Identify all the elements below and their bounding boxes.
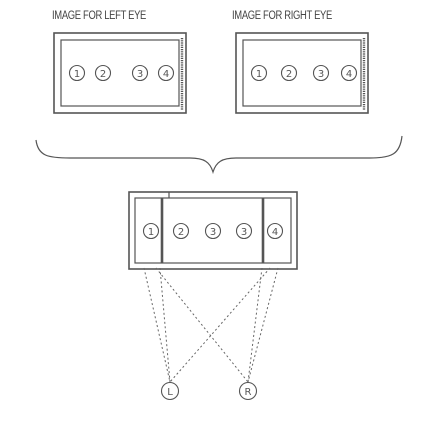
svg-text:4: 4 [346,69,352,80]
combined-num-2: 2 [172,222,190,240]
svg-text:2: 2 [178,227,184,238]
svg-text:L: L [167,387,173,398]
combined-num-3a: 3 [204,222,222,240]
svg-text:1: 1 [256,69,262,80]
svg-text:4: 4 [163,69,169,80]
svg-text:3: 3 [210,227,216,238]
svg-text:1: 1 [148,227,154,238]
right-num-2: 2 [280,64,298,82]
left-eye-label: IMAGE FOR LEFT EYE [52,10,147,22]
curly-brace [35,135,403,175]
svg-text:2: 2 [100,69,106,80]
svg-text:3: 3 [241,227,247,238]
combined-num-3b: 3 [235,222,253,240]
left-num-1: 1 [68,64,86,82]
svg-text:1: 1 [74,69,80,80]
left-num-3: 3 [131,64,149,82]
left-num-4: 4 [157,64,175,82]
right-viewer-circle: R [238,381,258,401]
svg-text:4: 4 [272,227,278,238]
right-eye-panel [235,32,369,114]
left-num-2: 2 [94,64,112,82]
svg-text:2: 2 [286,69,292,80]
combined-num-1: 1 [142,222,160,240]
svg-text:R: R [245,387,252,398]
right-num-4: 4 [340,64,358,82]
svg-text:3: 3 [137,69,143,80]
right-num-3: 3 [312,64,330,82]
right-num-1: 1 [250,64,268,82]
left-eye-panel [53,32,187,114]
combined-panel [128,191,298,270]
svg-text:3: 3 [318,69,324,80]
right-eye-label: IMAGE FOR RIGHT EYE [232,10,332,22]
combined-num-4: 4 [266,222,284,240]
left-viewer-circle: L [160,381,180,401]
sight-lines [143,267,279,383]
